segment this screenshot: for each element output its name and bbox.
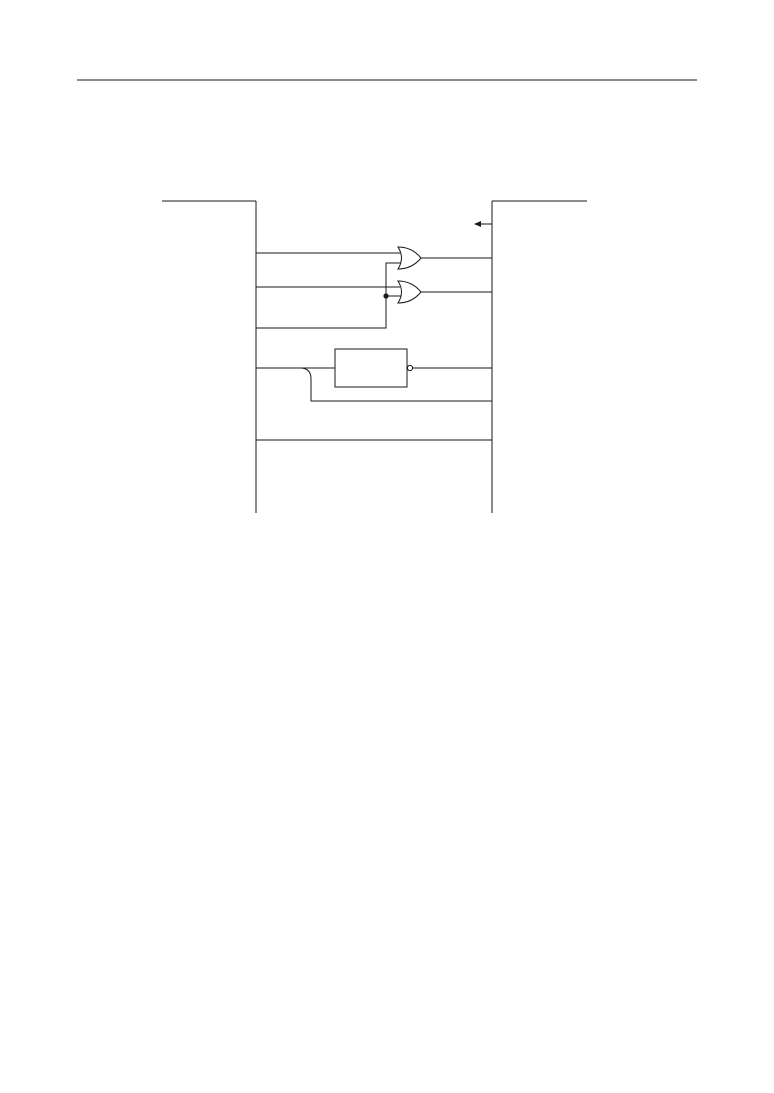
right-block-outline — [491, 200, 587, 513]
inversion-bubble-icon — [406, 364, 414, 372]
or-gate-1 — [397, 246, 422, 270]
junction-dot — [383, 293, 389, 299]
signal-direction-arrow-icon — [474, 221, 492, 227]
wire-left-4-branch-to-right — [299, 367, 492, 402]
wire-left-3-shared-input — [256, 262, 401, 329]
or-gate-2 — [397, 280, 422, 304]
functional-block — [334, 348, 408, 388]
left-block-outline — [162, 200, 257, 513]
